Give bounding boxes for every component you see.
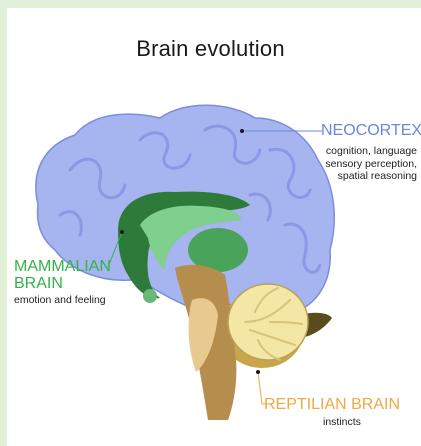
- reptilian-description: instincts: [323, 416, 361, 429]
- mammalian-dot: [120, 230, 124, 234]
- neocortex-description: cognition, language sensory perception, …: [311, 145, 417, 183]
- reptilian-cerebellum: [228, 284, 308, 360]
- reptilian-label: REPTILIAN BRAIN: [264, 396, 400, 413]
- neocortex-line-1: cognition, language: [311, 145, 417, 158]
- mammalian-label-line-2: BRAIN: [14, 275, 63, 292]
- diagram-title: Brain evolution: [0, 36, 421, 62]
- neocortex-line-3: spatial reasoning: [311, 170, 417, 183]
- mammalian-label-line-1: MAMMALIAN: [14, 258, 111, 275]
- neocortex-label: NEOCORTEX: [321, 122, 421, 139]
- neocortex-line-2: sensory perception,: [311, 158, 417, 171]
- reptilian-dot: [256, 370, 260, 374]
- amygdala: [143, 289, 157, 303]
- mammalian-description: emotion and feeling: [14, 294, 106, 307]
- neocortex-dot: [240, 129, 244, 133]
